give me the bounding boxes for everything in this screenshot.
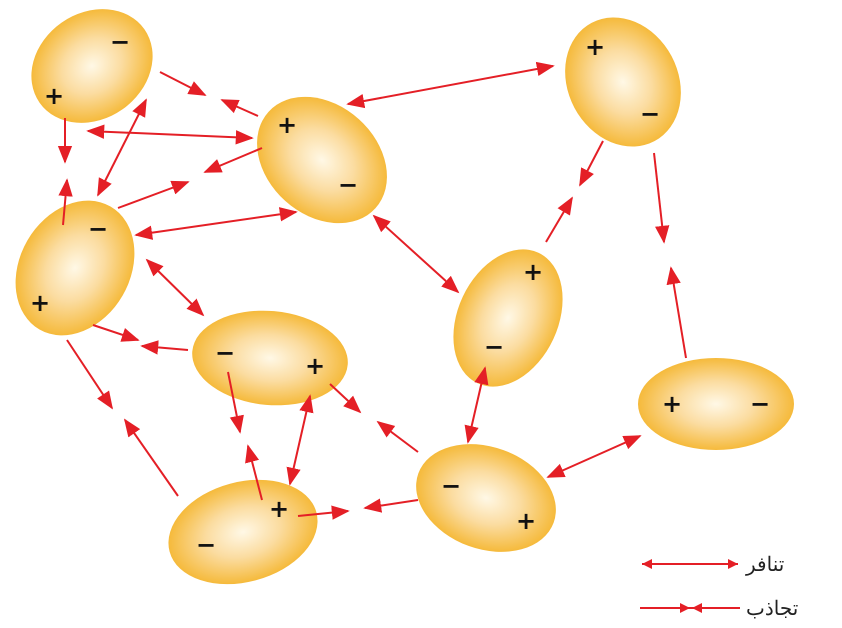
molecule-7: + − (638, 358, 794, 450)
attraction-arrow (66, 339, 113, 410)
attraction-legend-arrow (640, 603, 740, 613)
negative-sign: − (750, 390, 770, 418)
attraction-arrow (376, 420, 419, 453)
positive-sign: + (585, 33, 605, 61)
negative-sign: − (484, 333, 504, 361)
attraction-arrow (245, 444, 263, 501)
attraction-label: تجاذب (746, 596, 799, 620)
molecule-2: + − (257, 96, 387, 224)
attraction-arrow (140, 340, 189, 355)
repulsion-arrow (546, 435, 642, 478)
attraction-arrow (220, 99, 259, 117)
attraction-arrow (123, 418, 179, 497)
repulsion-arrow (86, 124, 254, 145)
legend-arrowhead (728, 559, 738, 569)
attraction-arrow (666, 266, 687, 359)
negative-sign: − (338, 171, 358, 199)
repulsion-arrow (286, 394, 314, 486)
positive-sign: + (44, 82, 64, 110)
attraction-arrow (579, 140, 604, 187)
repulsion-arrow (97, 98, 147, 197)
negative-sign: − (441, 472, 461, 500)
attraction-arrow (297, 505, 350, 520)
attraction-arrow (203, 147, 263, 173)
repulsion-arrow (346, 61, 555, 109)
legend-arrowhead (680, 603, 690, 613)
legend-repulsion: تنافر (640, 552, 784, 576)
molecule-8: + − (168, 479, 318, 585)
positive-sign: + (523, 258, 543, 286)
repulsion-arrow (145, 258, 205, 317)
attraction-arrow (117, 180, 190, 209)
repulsion-label: تنافر (746, 552, 785, 576)
positive-sign: + (277, 111, 297, 139)
negative-sign: − (88, 215, 108, 243)
positive-sign: + (269, 495, 289, 523)
repulsion-arrow (464, 366, 489, 444)
positive-sign: + (305, 352, 325, 380)
legend-arrowhead (692, 603, 702, 613)
attraction-arrow (227, 371, 244, 434)
molecule-4: + − (15, 200, 135, 336)
molecule-3: + − (565, 17, 681, 147)
molecule-6: + − (192, 310, 348, 406)
attraction-arrow (329, 383, 362, 414)
positive-sign: + (662, 390, 682, 418)
positive-sign: + (516, 507, 536, 535)
attraction-arrow (58, 178, 73, 226)
negative-sign: − (110, 28, 130, 56)
positive-sign: + (30, 289, 50, 317)
molecule-5: + − (453, 249, 563, 387)
molecule-9: + − (416, 444, 556, 552)
molecule-1: + − (31, 9, 153, 123)
legend-attraction: تجاذب (640, 596, 798, 620)
repulsion-arrow (372, 214, 460, 294)
negative-sign: − (640, 100, 660, 128)
attraction-arrow (159, 71, 207, 96)
attraction-arrow (653, 152, 670, 244)
attraction-arrow (545, 196, 573, 243)
negative-sign: − (215, 339, 235, 367)
attraction-arrow (363, 498, 419, 513)
attraction-arrow (92, 324, 140, 342)
legend-arrowhead (642, 559, 652, 569)
repulsion-arrow (134, 207, 298, 240)
repulsion-legend-arrow (642, 559, 738, 569)
negative-sign: − (196, 531, 216, 559)
